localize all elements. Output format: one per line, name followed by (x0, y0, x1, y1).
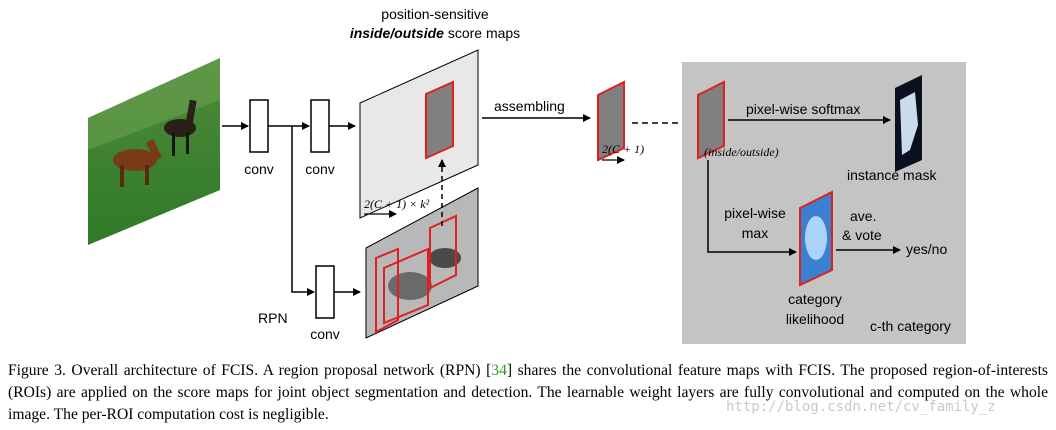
conv1-label: conv (244, 161, 274, 177)
conv-box-2 (310, 99, 330, 153)
title-line2: inside/outside score maps (350, 25, 520, 41)
rpn-image (365, 187, 479, 339)
vote-label: & vote (842, 227, 882, 243)
instance-mask-label: instance mask (847, 167, 937, 183)
conv-rpn-label: conv (310, 326, 340, 342)
ave-label: ave. (850, 208, 876, 224)
roi-box-1 (375, 247, 399, 334)
rpn-label: RPN (258, 310, 288, 326)
score-map-roi-cell (425, 80, 454, 160)
input-image (88, 58, 220, 245)
title-rest: score maps (444, 25, 520, 41)
panel-score-map (697, 80, 725, 160)
assembled-dims-label: 2(C + 1) (602, 142, 644, 156)
inside-outside-label: (inside/outside) (704, 145, 779, 159)
title-bold: inside/outside (350, 25, 444, 41)
conv-box-1 (249, 99, 269, 153)
citation-link[interactable]: 34 (491, 362, 507, 379)
assembled-map (597, 80, 625, 162)
arrow-to-rpn (291, 126, 315, 296)
roi-box-2 (383, 247, 429, 325)
assembling-label: assembling (494, 98, 565, 114)
category-label: category (788, 291, 842, 307)
arrow-pixel-max (707, 160, 797, 256)
pixel-max-label-1: pixel-wise (724, 205, 786, 221)
caption-part2: ] shares the convolutional feature maps … (8, 362, 1048, 423)
architecture-diagram: position-sensitive inside/outside score … (88, 6, 966, 344)
likelihood-label: likelihood (786, 311, 844, 327)
roi-box-3 (429, 214, 457, 290)
caption-part1: Figure 3. Overall architecture of FCIS. … (8, 362, 492, 379)
title-line1: position-sensitive (381, 6, 489, 22)
score-map-plane (359, 49, 479, 219)
conv-box-rpn (315, 265, 335, 319)
figure-caption: Figure 3. Overall architecture of FCIS. … (8, 360, 1048, 426)
conv2-label: conv (305, 161, 335, 177)
cth-category-label: c-th category (870, 318, 951, 334)
yes-no-label: yes/no (906, 241, 947, 257)
pixel-max-label-2: max (742, 225, 768, 241)
watermark: http://blog.csdn.net/cv_family_z (726, 399, 996, 415)
score-dims-label: 2(C + 1) × k² (364, 197, 430, 211)
softmax-label: pixel-wise softmax (746, 101, 860, 117)
